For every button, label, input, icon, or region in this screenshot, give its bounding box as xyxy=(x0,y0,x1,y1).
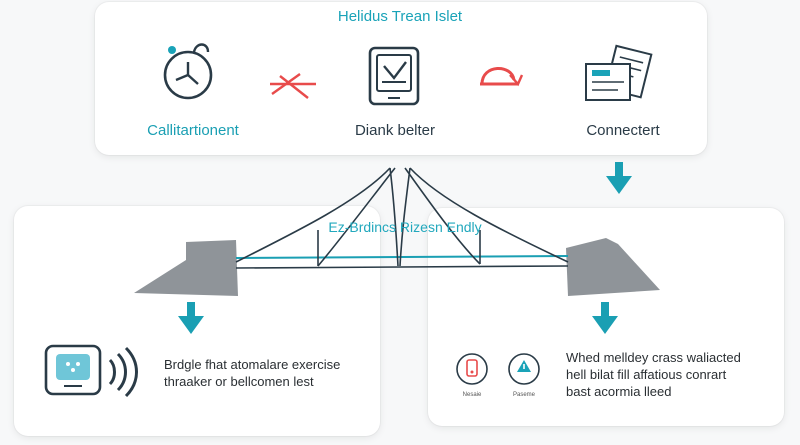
left-desc-line-1: Brdgle fhat atomalare exercise xyxy=(164,357,341,372)
alert-badge-icon xyxy=(508,353,540,385)
tablet-download-icon xyxy=(368,46,420,106)
right-desc-line-3: bast acormia lleed xyxy=(566,384,672,399)
step-label-1: Callitartionent xyxy=(147,122,239,139)
step-label-3: Connectert xyxy=(586,122,660,139)
clock-pin-icon xyxy=(163,43,213,100)
down-arrow-icon xyxy=(178,302,204,334)
badge-label-2: Paseme xyxy=(512,392,535,398)
red-arrow-icon xyxy=(270,73,316,99)
phone-badge-icon xyxy=(456,353,488,385)
documents-icon xyxy=(585,44,653,101)
down-arrow-icon xyxy=(606,162,632,194)
right-desc-line-1: Whed melldey crass waliacted xyxy=(566,350,741,365)
badge-label-1: Nesaie xyxy=(462,392,482,398)
down-arrow-icon xyxy=(592,302,618,334)
wireless-device-icon xyxy=(44,344,138,398)
step-label-2: Diank belter xyxy=(354,122,436,139)
left-desc-line-2: thraaker or bellcomen lest xyxy=(164,374,314,389)
bridge-title: Ez-Brdincs Rizesn Endly xyxy=(328,219,482,235)
red-curved-arrow-icon xyxy=(480,67,524,87)
right-desc-line-2: hell bilat fill affatious conrart xyxy=(566,367,727,382)
diagram-title: Helidus Trean Islet xyxy=(337,8,463,25)
